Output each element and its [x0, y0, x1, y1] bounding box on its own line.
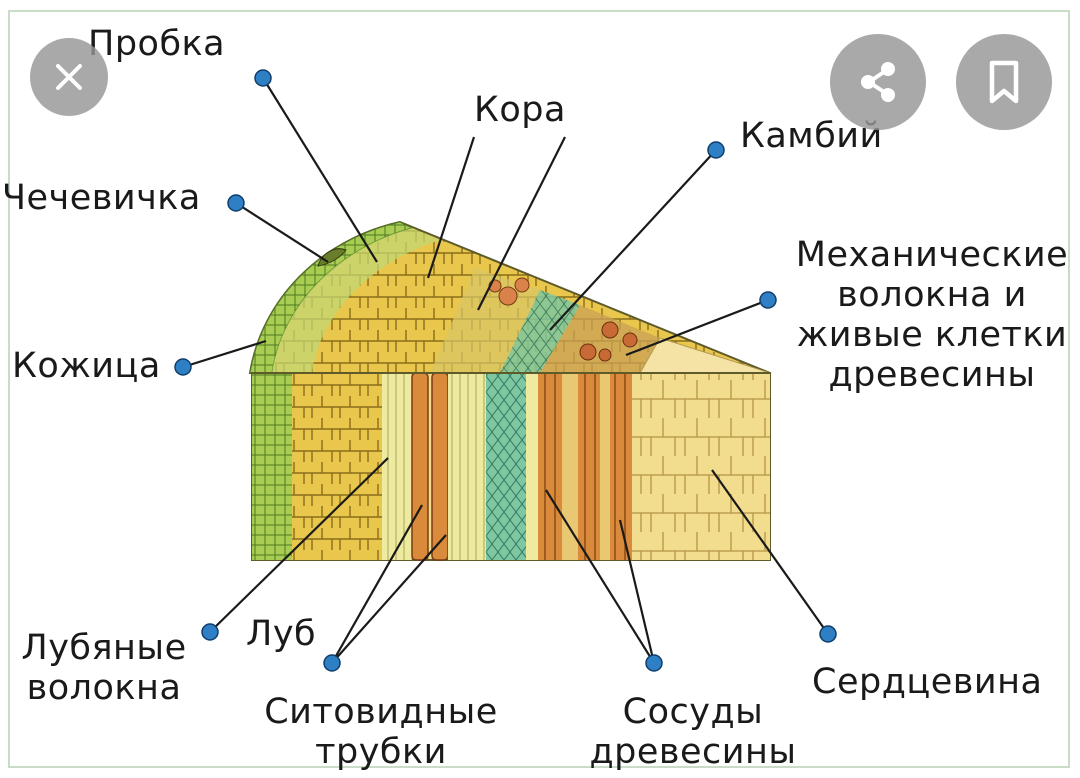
- bookmark-icon: [989, 60, 1019, 104]
- label-sitovidnye-trubki: Ситовидные трубки: [236, 692, 526, 772]
- top-face: [248, 220, 771, 374]
- pin-lubyanye: [201, 623, 219, 641]
- label-sitovidnye-line2: трубки: [315, 732, 447, 772]
- share-icon: [861, 62, 895, 102]
- label-serdtsevina: Сердцевина: [812, 662, 1043, 702]
- pin-mekh: [759, 291, 777, 309]
- label-mekh-line4: древесины: [828, 355, 1036, 395]
- label-lubyanye-line2: волокна: [26, 668, 182, 708]
- label-kozhitsa: Кожица: [12, 346, 161, 386]
- label-probka: Пробка: [88, 24, 226, 64]
- front-face: [251, 372, 771, 561]
- label-sosudy-drevesiny: Сосуды древесины: [568, 692, 818, 772]
- close-button[interactable]: [30, 38, 108, 116]
- label-lubyanye-line1: Лубяные: [21, 628, 187, 668]
- pin-kambiy: [707, 141, 725, 159]
- label-sosudy-line1: Сосуды: [622, 692, 764, 732]
- leader-lines: [182, 77, 829, 664]
- label-mekhanicheskie-volokna: Механические волокна и живые клетки древ…: [782, 235, 1080, 395]
- close-icon: [56, 64, 82, 90]
- pin-sitovidnye: [323, 654, 341, 672]
- label-sitovidnye-line1: Ситовидные: [264, 692, 498, 732]
- diagram-frame: [8, 10, 1070, 768]
- label-mekh-line2: волокна и: [837, 275, 1027, 315]
- pin-serdtsevina: [819, 625, 837, 643]
- pin-markers: [174, 69, 837, 672]
- pin-sosudy: [645, 654, 663, 672]
- share-button[interactable]: [830, 34, 926, 130]
- label-mekh-line3: живые клетки: [796, 315, 1068, 355]
- label-lubyanye-volokna: Лубяные волокна: [6, 628, 202, 708]
- pin-probka: [254, 69, 272, 87]
- bookmark-button[interactable]: [956, 34, 1052, 130]
- label-kora: Кора: [474, 90, 566, 130]
- label-sosudy-line2: древесины: [589, 732, 797, 772]
- pin-chechevichka: [227, 194, 245, 212]
- label-mekh-line1: Механические: [795, 235, 1069, 275]
- label-chechevichka: Чечевичка: [2, 178, 201, 218]
- pin-kozhitsa: [174, 358, 192, 376]
- label-lub: Луб: [246, 614, 317, 654]
